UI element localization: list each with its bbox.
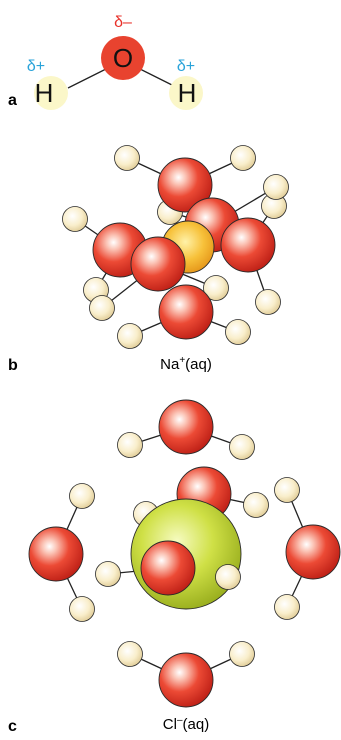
panel-letter-a: a <box>8 92 17 109</box>
panel-a-water-molecule: O H H δ– δ+ δ+ a <box>8 14 203 110</box>
caption-base: Cl <box>163 716 177 733</box>
caption-base: Na <box>160 356 180 373</box>
caption-superscript: + <box>179 355 185 366</box>
caption-tail: (aq) <box>185 356 212 373</box>
oxygen-atom <box>158 284 214 340</box>
hydrogen-atom <box>274 477 300 503</box>
caption-tail: (aq) <box>183 716 210 733</box>
oxygen-atom <box>130 236 186 292</box>
hydrogen-atom <box>62 206 88 232</box>
hydrogen-atom <box>225 319 251 345</box>
hydrogen-atom-left <box>34 76 68 110</box>
panel-c-chloride-hydration: c Cl–(aq) <box>8 399 341 735</box>
oxygen-atom <box>158 652 214 708</box>
panel-letter-b: b <box>8 357 18 374</box>
oxygen-atom <box>220 217 276 273</box>
hydrogen-atom <box>95 561 121 587</box>
caption-superscript: – <box>177 715 183 726</box>
hydrogen-atom <box>117 323 143 349</box>
oxygen-atom <box>157 157 213 213</box>
hydrogen-atom <box>114 145 140 171</box>
hydrogen-atom <box>69 483 95 509</box>
hydrogen-partial-charge-left: δ+ <box>27 58 45 75</box>
hydrogen-atom-right <box>169 76 203 110</box>
hydrogen-atom <box>203 275 229 301</box>
hydrogen-atom <box>255 289 281 315</box>
hydrogen-atom <box>117 641 143 667</box>
hydrogen-label-right: H <box>178 78 197 108</box>
hydrogen-atom <box>69 596 95 622</box>
caption-chloride-aq: Cl–(aq) <box>163 715 209 733</box>
panel-b-sodium-hydration: b Na+(aq) <box>8 145 289 374</box>
oxygen-label: O <box>113 43 133 73</box>
hydrogen-atom <box>229 641 255 667</box>
oxygen-atom <box>101 36 145 80</box>
hydrogen-atom <box>215 564 241 590</box>
hydrogen-label-left: H <box>35 78 54 108</box>
caption-sodium-aq: Na+(aq) <box>160 355 212 373</box>
hydrogen-atom <box>274 594 300 620</box>
hydrogen-atom <box>230 145 256 171</box>
hydrogen-atom <box>263 174 289 200</box>
hydrogen-atom <box>243 492 269 518</box>
oxygen-partial-charge: δ– <box>114 14 132 31</box>
oxygen-atom <box>140 540 196 596</box>
hydrogen-partial-charge-right: δ+ <box>177 58 195 75</box>
hydrogen-atom <box>117 432 143 458</box>
hydrogen-atom <box>89 295 115 321</box>
oxygen-atom <box>28 526 84 582</box>
hydrogen-atom <box>229 434 255 460</box>
oxygen-atom <box>158 399 214 455</box>
panel-letter-c: c <box>8 718 17 735</box>
oxygen-atom <box>285 524 341 580</box>
